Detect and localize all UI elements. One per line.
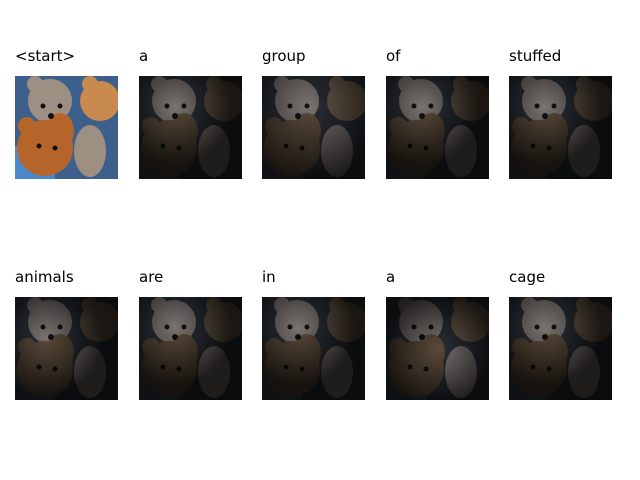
frame-word-label: animals [15,268,74,286]
frame-word-label: stuffed [509,47,562,65]
attention-thumbnail [262,76,365,179]
attention-frame: group [262,47,365,179]
frame-word-label: <start> [15,47,76,65]
attention-thumbnail [139,297,242,400]
attention-thumbnail [15,297,118,400]
frame-word-label: cage [509,268,546,286]
attention-frame: <start> [15,47,118,179]
stuffed-animals-image [509,297,612,400]
attention-thumbnail [386,297,489,400]
stuffed-animals-image [386,76,489,179]
stuffed-animals-image [15,76,118,179]
attention-frame: cage [509,268,612,400]
attention-frame: animals [15,268,118,400]
stuffed-animals-image [262,76,365,179]
attention-thumbnail [15,76,118,179]
attention-thumbnail [262,297,365,400]
attention-frame: in [262,268,365,400]
stuffed-animals-image [15,297,118,400]
frame-word-label: in [262,268,276,286]
attention-thumbnail [386,76,489,179]
attention-frame: a [386,268,489,400]
frame-word-label: a [139,47,149,65]
attention-thumbnail [509,76,612,179]
attention-frame: are [139,268,242,400]
attention-frame: of [386,47,489,179]
stuffed-animals-image [139,76,242,179]
frame-word-label: of [386,47,401,65]
stuffed-animals-image [386,297,489,400]
frame-word-label: a [386,268,396,286]
frame-word-label: group [262,47,306,65]
stuffed-animals-image [262,297,365,400]
attention-frame: a [139,47,242,179]
stuffed-animals-image [139,297,242,400]
stuffed-animals-image [509,76,612,179]
attention-frame: stuffed [509,47,612,179]
frame-word-label: are [139,268,164,286]
attention-thumbnail [509,297,612,400]
attention-thumbnail [139,76,242,179]
